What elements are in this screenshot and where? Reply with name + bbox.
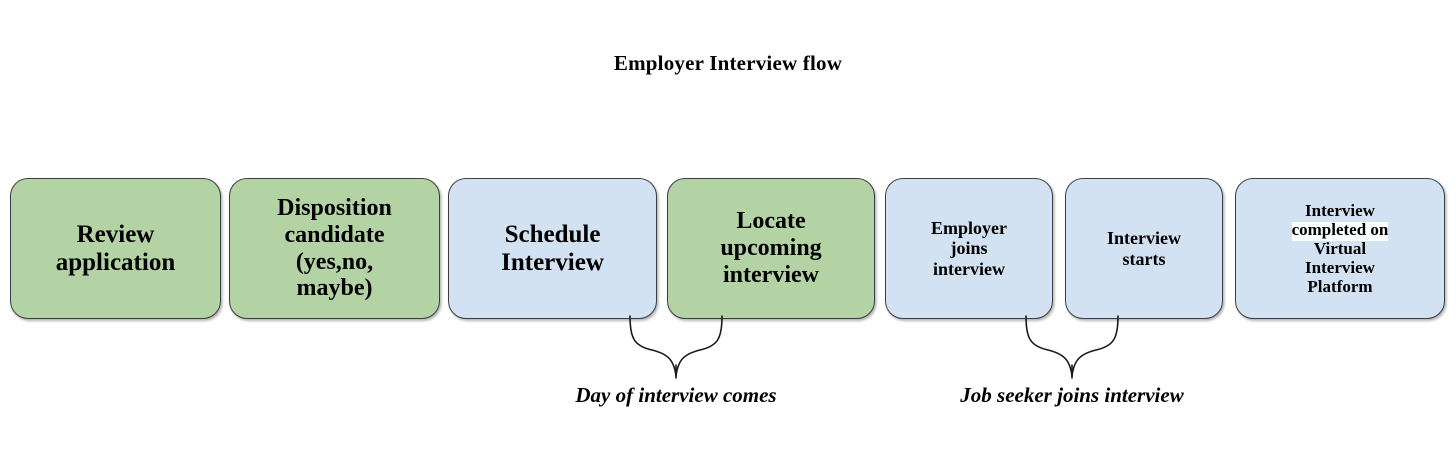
step-label: Employer joins interview [931,218,1007,279]
step-box-schedule-interview[interactable]: Schedule Interview [448,178,657,319]
page-title: Employer Interview flow [0,50,1456,76]
step-box-interview-completed[interactable]: Interview completed on Virtual Interview… [1235,178,1445,319]
step-box-disposition-candidate[interactable]: Disposition candidate (yes,no, maybe) [229,178,440,319]
connector-job-seeker-joins-interview: Job seeker joins interview [956,315,1188,426]
step-label: Disposition candidate (yes,no, maybe) [277,194,392,302]
connector-day-of-interview-comes: Day of interview comes [560,315,792,426]
step-label: Schedule Interview [501,220,604,276]
step-label: Locate upcoming interview [720,208,822,288]
connector-caption: Job seeker joins interview [960,383,1184,407]
step-box-locate-upcoming-interview[interactable]: Locate upcoming interview [667,178,875,319]
step-box-review-application[interactable]: Review application [10,178,221,319]
step-label: Interview starts [1107,228,1181,269]
step-box-employer-joins-interview[interactable]: Employer joins interview [885,178,1053,319]
connector-caption: Day of interview comes [575,383,777,407]
brace-icon [1025,315,1119,379]
step-label: Review application [55,220,176,276]
page-title-text: Employer Interview flow [613,51,843,75]
step-box-interview-starts[interactable]: Interview starts [1065,178,1223,319]
step-label: Interview completed on Virtual Interview… [1291,200,1389,297]
brace-icon [629,315,723,379]
